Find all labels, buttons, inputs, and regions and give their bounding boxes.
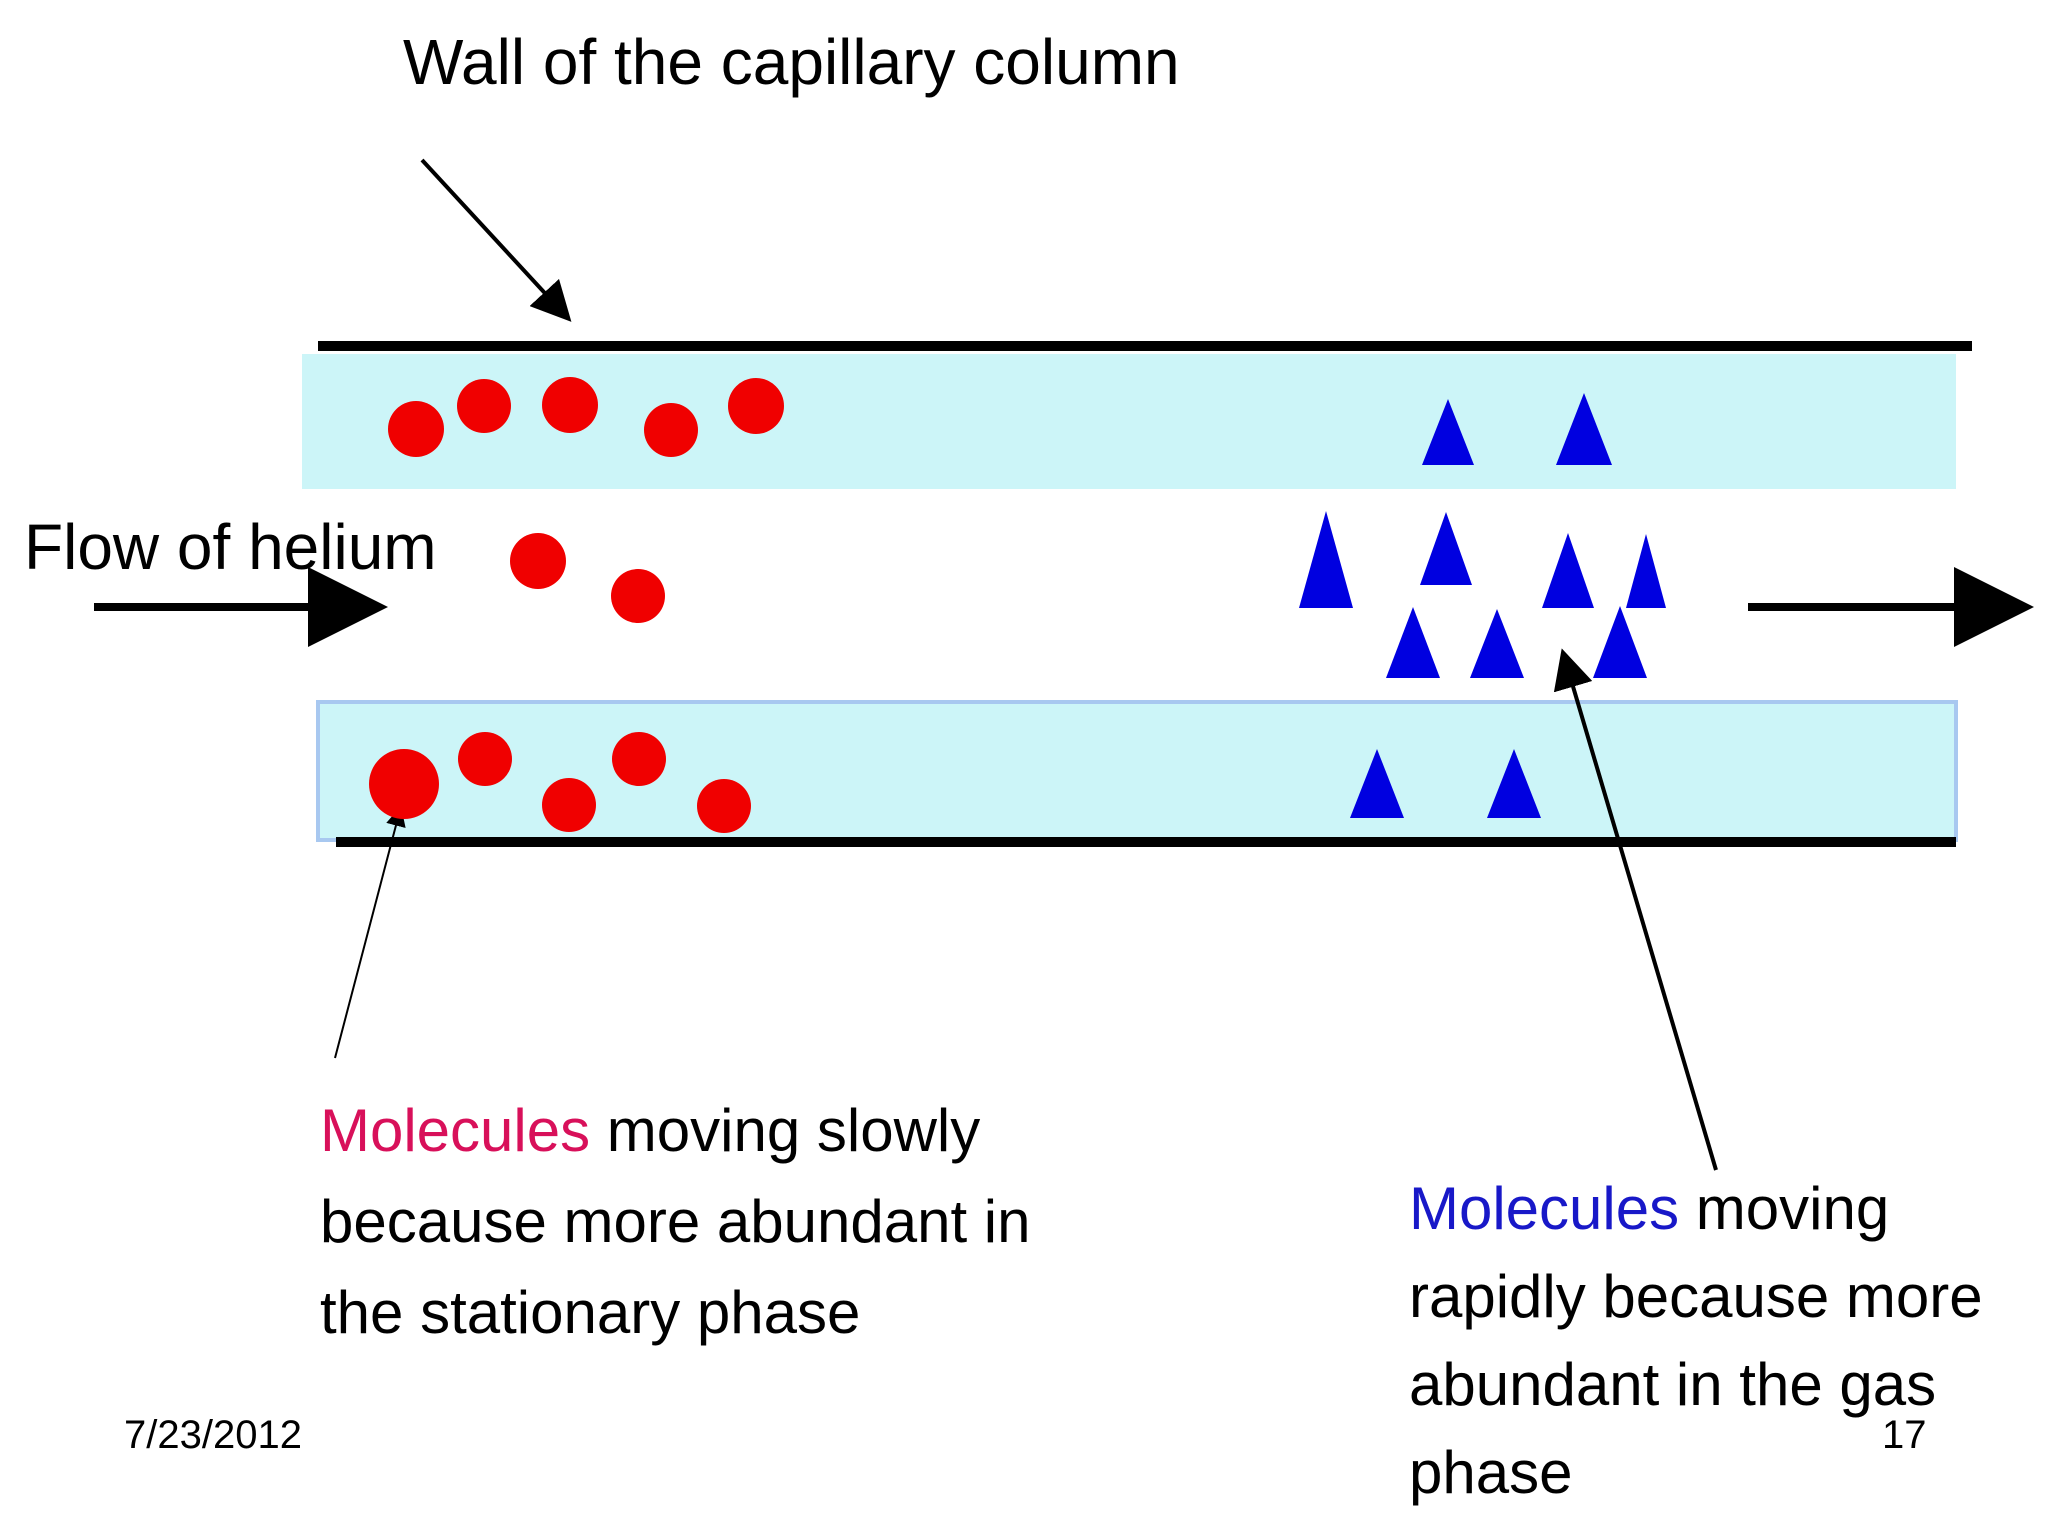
red-circle-icon — [612, 732, 666, 786]
blue-triangle-icon — [1593, 606, 1647, 678]
blue-triangle-icon — [1487, 749, 1541, 818]
red-circle-icon — [458, 732, 512, 786]
fast-caption-highlight: Molecules — [1409, 1175, 1680, 1242]
blue-triangle-icon — [1470, 609, 1524, 678]
fast-caption-text: moving rapidly because more abundant in … — [1409, 1175, 1983, 1506]
blue-triangle-icon — [1626, 534, 1666, 608]
fast-molecule-pointer — [1553, 648, 1718, 1171]
red-circle-icon — [388, 401, 444, 457]
blue-triangle-icon — [1299, 511, 1353, 608]
slide-number: 17 — [1882, 1413, 1927, 1457]
wall-pointer-arrow — [420, 158, 572, 322]
slow-molecule-pointer — [334, 806, 406, 1059]
blue-triangle-icon — [1420, 512, 1472, 585]
red-circle-icon — [369, 749, 439, 819]
red-circle-icon — [611, 569, 665, 623]
blue-triangle-icon — [1350, 749, 1404, 818]
red-circle-icon — [697, 779, 751, 833]
slow-molecules — [369, 377, 784, 833]
slide-date: 7/23/2012 — [124, 1413, 302, 1457]
red-circle-icon — [542, 778, 596, 832]
red-circle-icon — [457, 379, 511, 433]
flow-label: Flow of helium — [24, 511, 437, 583]
red-circle-icon — [644, 403, 698, 457]
blue-triangle-icon — [1542, 533, 1594, 608]
blue-triangle-icon — [1422, 399, 1474, 465]
slow-caption-highlight: Molecules — [320, 1097, 591, 1164]
blue-triangle-icon — [1386, 607, 1440, 678]
slow-molecules-caption: Molecules moving slowly because more abu… — [320, 1085, 1040, 1358]
red-circle-icon — [510, 533, 566, 589]
fast-molecules-caption: Molecules moving rapidly because more ab… — [1409, 1165, 1989, 1517]
red-circle-icon — [542, 377, 598, 433]
fast-molecules — [1299, 393, 1666, 818]
blue-triangle-icon — [1556, 393, 1612, 465]
wall-label: Wall of the capillary column — [403, 26, 1180, 98]
red-circle-icon — [728, 378, 784, 434]
slow-caption-text: moving slowly because more abundant in t… — [320, 1097, 1031, 1346]
